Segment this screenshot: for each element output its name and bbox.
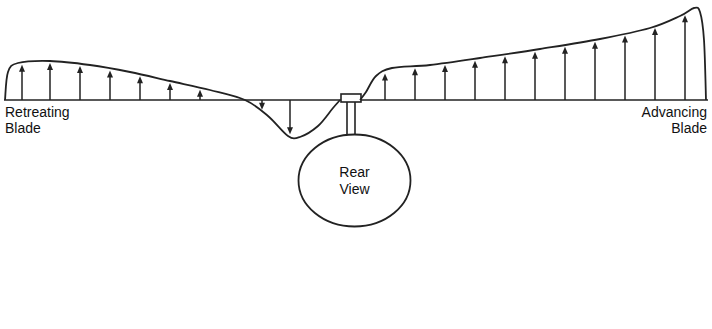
- lift-arrow: [289, 100, 291, 130]
- arrow-head: [532, 52, 538, 59]
- arrow-head: [442, 65, 448, 72]
- advancing-lift-curve: [360, 8, 706, 100]
- arrow-head: [592, 42, 598, 49]
- arrow-head: [167, 83, 173, 90]
- lift-arrow: [504, 60, 506, 100]
- lift-arrow: [109, 75, 111, 101]
- lift-arrow: [564, 51, 566, 100]
- lift-arrow: [414, 72, 416, 100]
- blade-label: Retreating Blade: [5, 104, 85, 136]
- view-label: Rear View: [324, 164, 386, 198]
- rotor-mast: [354, 102, 356, 134]
- arrow-head: [682, 15, 688, 22]
- lift-arrow: [594, 46, 596, 100]
- arrow-head: [472, 61, 478, 68]
- rotor-hub: [341, 94, 361, 102]
- lift-arrow: [49, 67, 51, 100]
- arrow-head: [382, 74, 388, 81]
- lift-arrow: [21, 69, 23, 100]
- arrow-head: [197, 90, 203, 97]
- arrow-head: [652, 28, 658, 35]
- arrow-head: [412, 68, 418, 75]
- blade-label: Advancing Blade: [627, 104, 707, 136]
- arrow-head: [47, 63, 53, 70]
- arrow-head: [137, 76, 143, 83]
- arrow-head: [622, 36, 628, 43]
- arrow-head: [259, 103, 265, 110]
- lift-arrow: [384, 78, 386, 101]
- lift-arrow: [684, 19, 686, 100]
- lift-arrow: [474, 65, 476, 100]
- retreating-lift-curve: [5, 61, 340, 139]
- rotor-mast: [346, 102, 348, 134]
- arrow-head: [107, 71, 113, 78]
- lift-arrow: [444, 69, 446, 100]
- fuselage-circle: Rear View: [297, 133, 412, 228]
- lift-arrow: [624, 40, 626, 101]
- arrow-head: [77, 66, 83, 73]
- arrow-head: [287, 127, 293, 134]
- arrow-head: [562, 47, 568, 54]
- lift-arrow: [654, 32, 656, 100]
- arrow-head: [19, 65, 25, 72]
- lift-arrow: [534, 56, 536, 100]
- arrow-head: [502, 56, 508, 63]
- lift-arrow: [79, 70, 81, 100]
